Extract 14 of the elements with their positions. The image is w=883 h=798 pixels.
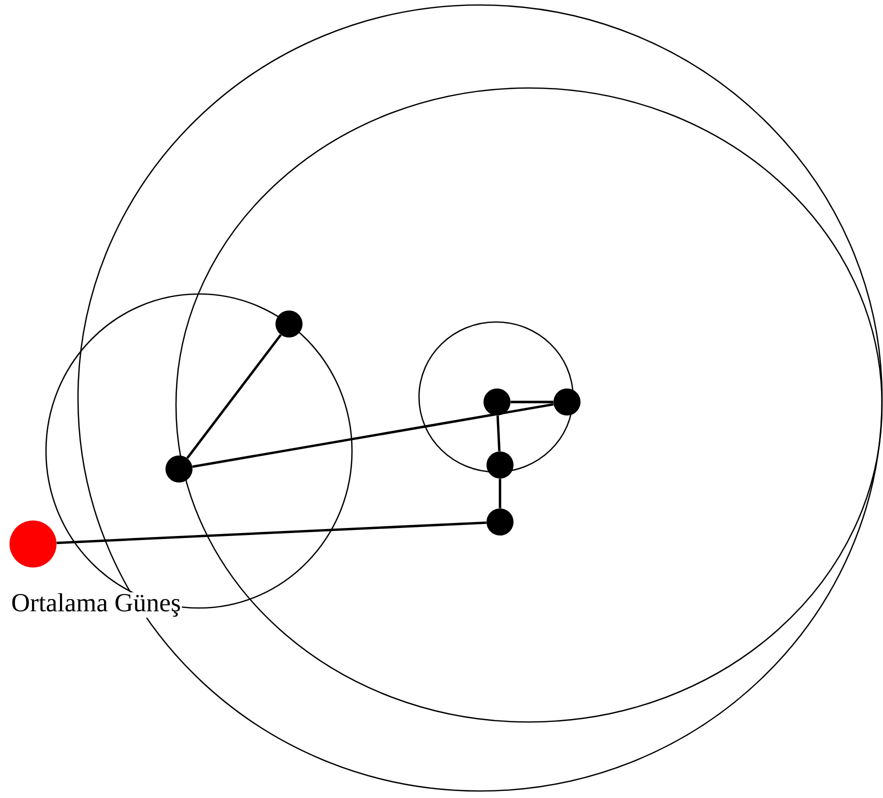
point-dot [166, 456, 192, 482]
connecting-line [192, 403, 554, 468]
connecting-line [496, 416, 501, 452]
connecting-line [56, 521, 486, 544]
point-dot [276, 310, 302, 338]
sun-dot [10, 520, 56, 568]
point-dot [484, 388, 510, 416]
connecting-line [498, 478, 502, 508]
sun-label: Ortalama Güneş [10, 592, 182, 618]
connecting-line [510, 400, 554, 404]
point-dot [486, 508, 514, 536]
connecting-line [186, 334, 282, 459]
point-dot [554, 388, 580, 416]
point-dot [486, 452, 514, 478]
